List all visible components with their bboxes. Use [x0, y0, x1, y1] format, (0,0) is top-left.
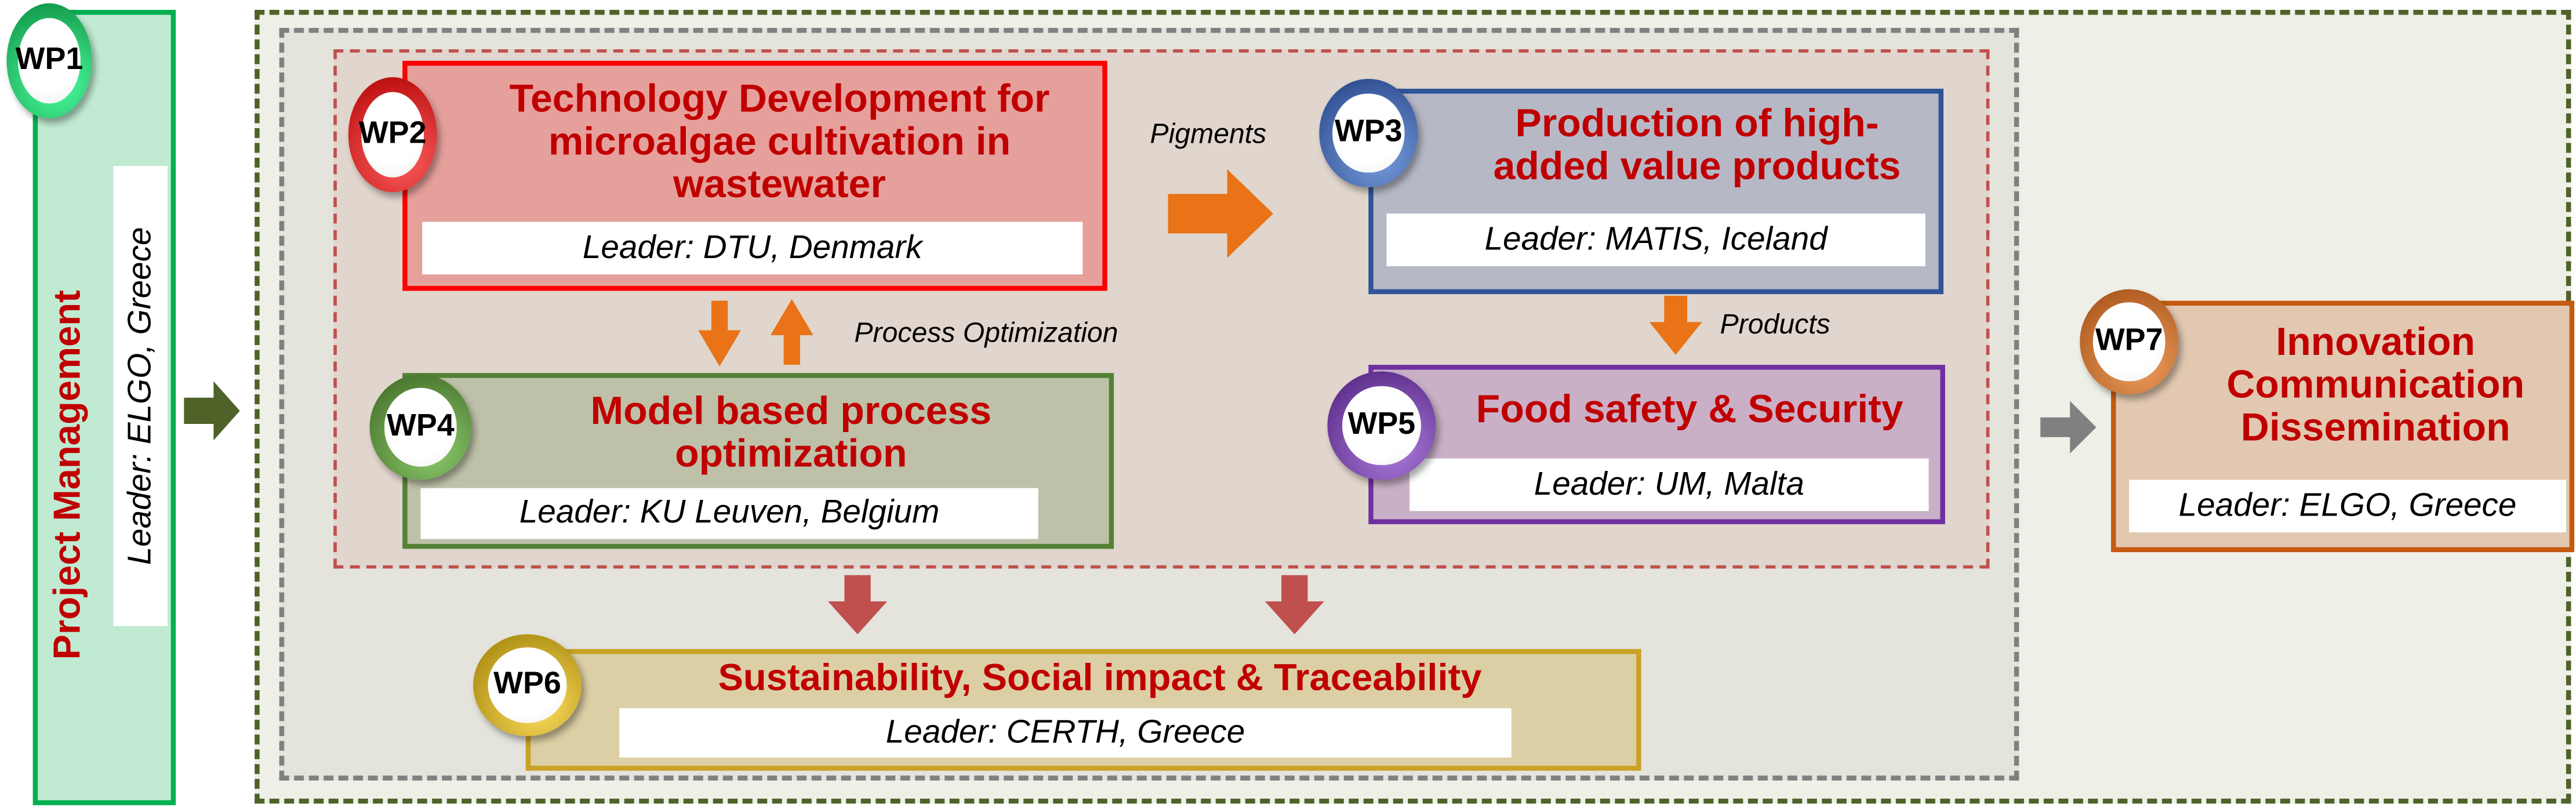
wp5-badge: WP5	[1327, 371, 1436, 480]
wp1-badge: WP1	[6, 3, 92, 119]
label-process-optimization: Process Optimization	[854, 317, 1118, 349]
arrow-right-icon	[1168, 169, 1273, 258]
wp4-title: Model based process optimization	[590, 389, 992, 477]
arrow-right-icon	[2040, 401, 2097, 454]
wp2-title: Technology Development for microalgae cu…	[509, 77, 1050, 207]
wp7-box: Innovation Communication Dissemination L…	[2111, 300, 2575, 553]
wp7-leader: Leader: ELGO, Greece	[2129, 480, 2566, 533]
wp3-badge: WP3	[1319, 79, 1418, 188]
arrow-right-icon	[184, 381, 240, 441]
wp3-title: Production of high- added value products	[1493, 101, 1901, 189]
wp4-badge: WP4	[369, 375, 472, 480]
wp4-box: Model based process optimization Leader:…	[402, 373, 1114, 549]
wp5-box: Food safety & Security Leader: UM, Malta	[1368, 365, 1945, 524]
arrow-down-icon	[828, 575, 888, 634]
wp2-leader: Leader: DTU, Denmark	[422, 222, 1083, 275]
wp6-title: Sustainability, Social impact & Traceabi…	[718, 655, 1482, 699]
label-pigments: Pigments	[1150, 118, 1267, 150]
wp3-leader: Leader: MATIS, Iceland	[1386, 213, 1925, 267]
arrow-down-icon	[1649, 296, 1702, 355]
wp7-badge: WP7	[2080, 289, 2179, 395]
label-products: Products	[1720, 309, 1830, 340]
wp6-box: Sustainability, Social impact & Traceabi…	[525, 649, 1641, 771]
wp6-leader: Leader: CERTH, Greece	[619, 708, 1512, 758]
arrow-down-icon	[698, 300, 741, 367]
wp1-box: Project Management Leader: ELGO, Greece	[32, 10, 176, 806]
wp1-leader-box: Leader: ELGO, Greece	[113, 166, 168, 626]
wp6-badge: WP6	[473, 634, 582, 737]
wp5-leader: Leader: UM, Malta	[1409, 458, 1929, 511]
wp5-title: Food safety & Security	[1476, 387, 1903, 433]
wp2-badge: WP2	[348, 77, 437, 193]
wp2-box: Technology Development for microalgae cu…	[402, 60, 1107, 291]
wp3-box: Production of high- added value products…	[1368, 89, 1944, 295]
arrow-up-icon	[770, 299, 813, 365]
wp7-title: Innovation Communication Dissemination	[2226, 320, 2525, 450]
wp4-leader: Leader: KU Leuven, Belgium	[420, 488, 1038, 539]
arrow-down-icon	[1265, 575, 1324, 634]
